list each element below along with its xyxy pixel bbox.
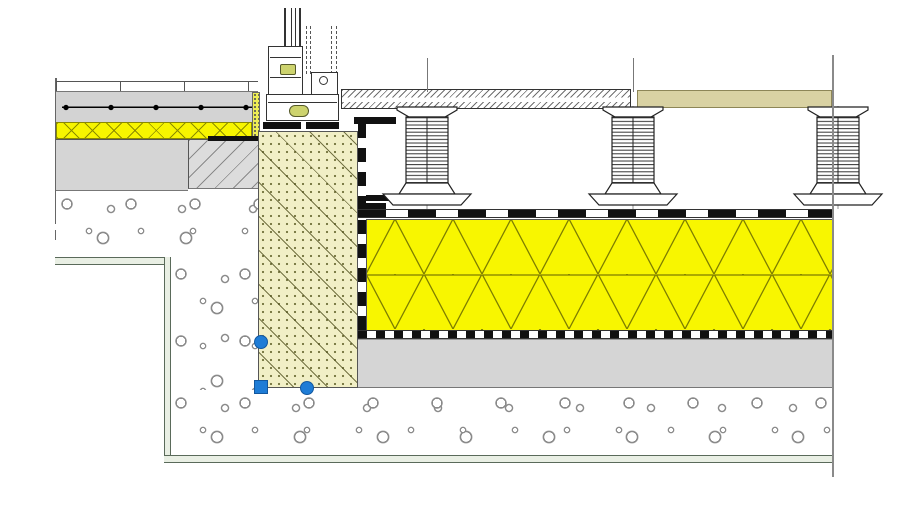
membrane-step-bar-1 xyxy=(366,195,399,201)
right-boundary-line xyxy=(832,55,834,477)
concrete-slab-left xyxy=(56,139,188,191)
membrane-under-screed xyxy=(208,136,262,141)
boundary-bottom xyxy=(164,455,832,463)
threshold-membrane-bar-left xyxy=(263,122,301,129)
thermal-break-gasket-upper xyxy=(280,64,296,75)
concrete-slab-right xyxy=(358,339,832,388)
deck-board-cut-section xyxy=(341,89,631,109)
impact-sound-insulation xyxy=(56,122,252,139)
adjustable-pedestal-2 xyxy=(588,106,678,210)
glazing-unit-lines xyxy=(284,8,301,48)
masonry-wall-block xyxy=(188,139,260,189)
left-boundary-line-dash xyxy=(55,230,57,240)
door-leaf-hidden-line-left xyxy=(306,26,311,74)
frame-profile-line-2 xyxy=(270,77,301,78)
membrane-upstand-dashed xyxy=(358,124,366,336)
selection-grip-circle-right[interactable] xyxy=(300,381,314,395)
membrane-step-bar-2 xyxy=(360,203,386,209)
pedestal-centerline-1 xyxy=(427,58,428,92)
boundary-step-horizontal xyxy=(55,257,168,265)
frame-profile-line-1 xyxy=(270,57,301,58)
pedestal-centerline-2 xyxy=(633,58,634,92)
in-situ-concrete-mid xyxy=(170,261,258,390)
leaf-roller-circle xyxy=(319,76,328,85)
waterproofing-membrane-band xyxy=(358,209,833,218)
in-situ-concrete-bottom xyxy=(170,390,831,455)
vapour-barrier-checker xyxy=(358,330,833,339)
thermal-break-gasket-lower xyxy=(289,105,309,117)
interior-floor-finish xyxy=(56,81,258,92)
screed-reinforcement-line xyxy=(62,104,254,111)
selection-grip-square-corner[interactable] xyxy=(254,380,268,394)
in-situ-concrete-upper xyxy=(56,191,258,261)
left-boundary-line xyxy=(55,78,57,224)
frame-profile-line-3 xyxy=(268,102,337,103)
adjustable-pedestal-1 xyxy=(381,106,473,209)
threshold-membrane-bar-right xyxy=(306,122,339,129)
terrace-insulation xyxy=(366,219,833,331)
boundary-step-vertical xyxy=(164,257,171,462)
perimeter-insulation-block xyxy=(258,131,358,388)
deck-board-elevation xyxy=(637,90,832,108)
membrane-corner-bar xyxy=(354,117,396,124)
door-leaf-hidden-line-right xyxy=(331,26,337,74)
adjustable-pedestal-3 xyxy=(793,106,883,210)
selection-grip-circle-top[interactable] xyxy=(254,335,268,349)
